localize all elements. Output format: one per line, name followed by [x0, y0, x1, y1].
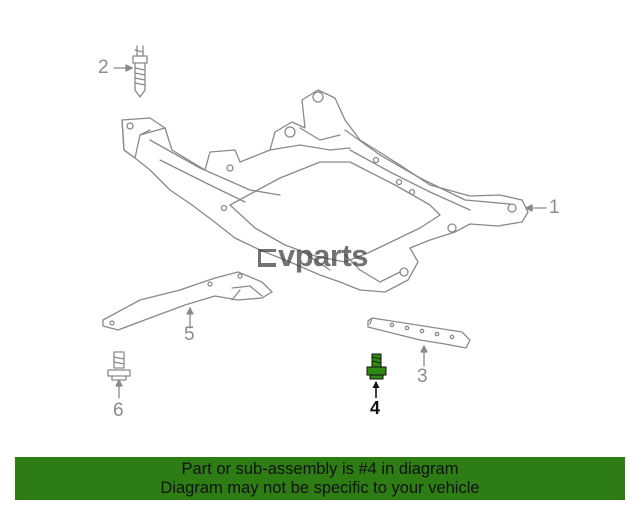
stud-bolt-part-2 [132, 45, 148, 98]
callout-1[interactable]: 1 [549, 197, 560, 218]
banner-line-2: Diagram may not be specific to your vehi… [160, 479, 480, 497]
callout-5[interactable]: 5 [184, 324, 195, 345]
callout-2[interactable]: 2 [98, 57, 109, 78]
callout-4[interactable]: 4 [370, 398, 381, 418]
evparts-watermark: vparts [258, 238, 369, 274]
diagram-info-banner: Part or sub-assembly is #4 in diagram Di… [15, 457, 625, 500]
subframe-part-1 [121, 89, 529, 293]
plate-part-3 [367, 317, 471, 349]
callout-3[interactable]: 3 [417, 366, 428, 387]
brace-part-5 [102, 271, 273, 331]
bolt-part-6 [107, 351, 131, 381]
banner-line-1: Part or sub-assembly is #4 in diagram [181, 460, 459, 478]
highlighted-bolt-part-4[interactable] [366, 353, 387, 398]
callout-6[interactable]: 6 [113, 400, 124, 421]
evparts-logo-icon [258, 249, 276, 267]
callout-leaders [113, 64, 547, 399]
watermark-text: vparts [278, 238, 369, 273]
